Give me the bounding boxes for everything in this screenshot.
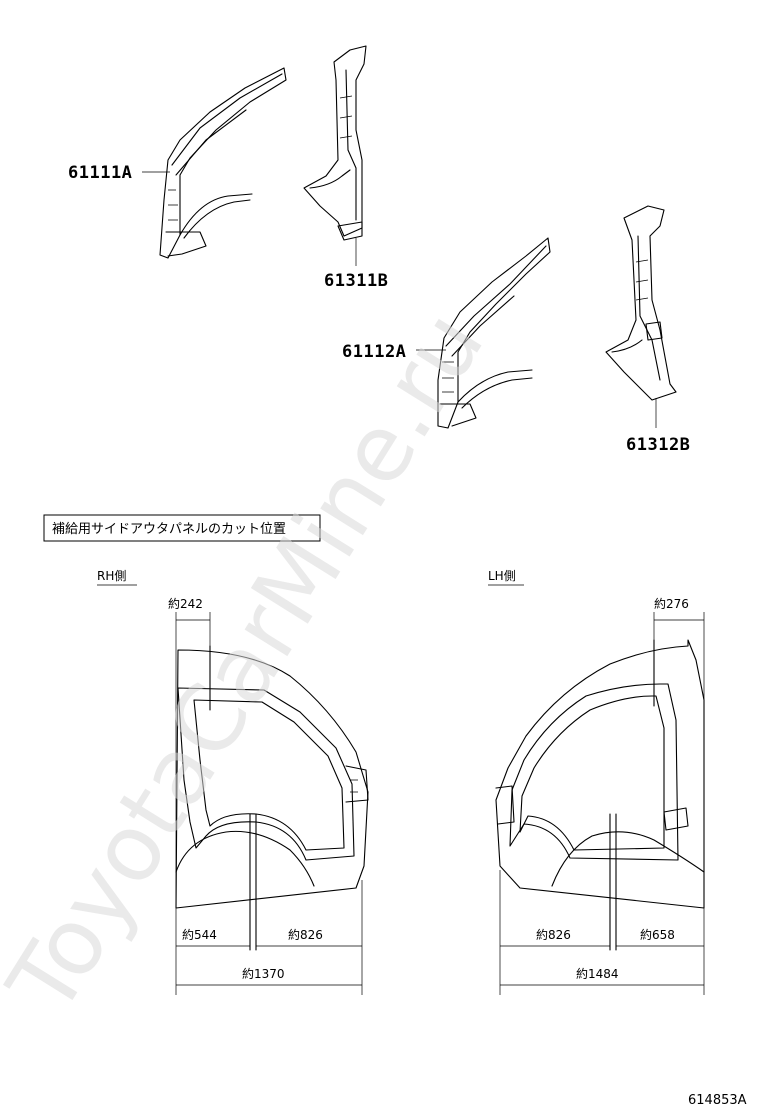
part-61111a-drawing (159, 67, 287, 259)
part-61312b-drawing (605, 205, 677, 401)
rh-dim-right: 約826 (288, 927, 323, 942)
lh-dim-total: 約1484 (576, 966, 619, 981)
rh-dim-top: 約242 (168, 596, 203, 611)
note-box (43, 514, 321, 542)
part-61112a-label: 61112A (342, 342, 406, 362)
lh-side-label: LH側 (488, 569, 516, 583)
part-61312b-label: 61312B (626, 435, 690, 455)
rh-dim-left: 約544 (182, 927, 217, 942)
part-61311b-label: 61311B (324, 271, 388, 291)
part-61311b-drawing (303, 45, 367, 241)
lh-dim-left: 約826 (536, 927, 571, 942)
lh-side-panel-drawing (495, 639, 705, 909)
watermark: ToyotaCarMine.ru (0, 293, 505, 1032)
rh-dim-total: 約1370 (242, 966, 285, 981)
figure-number: 614853A (688, 1093, 747, 1108)
note-box-text: 補給用サイドアウタパネルのカット位置 (52, 522, 286, 537)
lh-dim-right: 約658 (640, 927, 675, 942)
lh-dim-top: 約276 (654, 596, 689, 611)
rh-side-panel-drawing (175, 649, 369, 909)
part-61111a-label: 61111A (68, 163, 132, 183)
part-61112a-drawing (437, 237, 551, 429)
rh-side-label: RH側 (97, 569, 126, 583)
